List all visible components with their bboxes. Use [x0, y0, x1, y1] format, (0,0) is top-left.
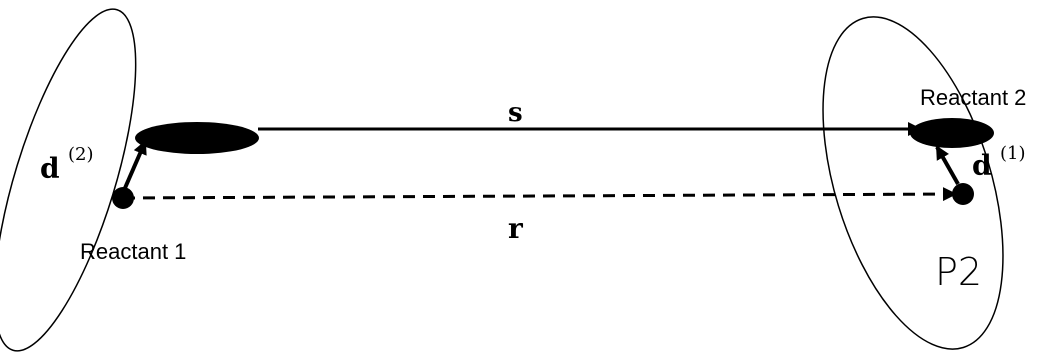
reactant-1-label: Reactant 1 [80, 239, 186, 264]
vector-r-label: r [508, 212, 524, 245]
vector-r-arrow [122, 187, 957, 202]
vector-d2-superscript: (2) [68, 144, 94, 165]
vector-d1-label: d [972, 149, 992, 182]
reactant-2-center-dot [952, 183, 974, 205]
vector-d1-arrow [935, 145, 960, 185]
vector-d2-arrow [123, 140, 147, 189]
vector-s-label: s [508, 98, 523, 128]
reactant-1-center-dot [112, 187, 134, 209]
left-reactant-body [135, 122, 259, 154]
p2-label: P2 [935, 250, 982, 294]
left-plane-ellipse [0, 8, 137, 352]
vector-d2-label: d [40, 152, 60, 185]
right-plane-ellipse [822, 16, 1004, 350]
right-reactant-body [910, 118, 994, 148]
reactant-2-label: Reactant 2 [920, 85, 1026, 110]
vector-d1-superscript: (1) [1000, 143, 1026, 164]
